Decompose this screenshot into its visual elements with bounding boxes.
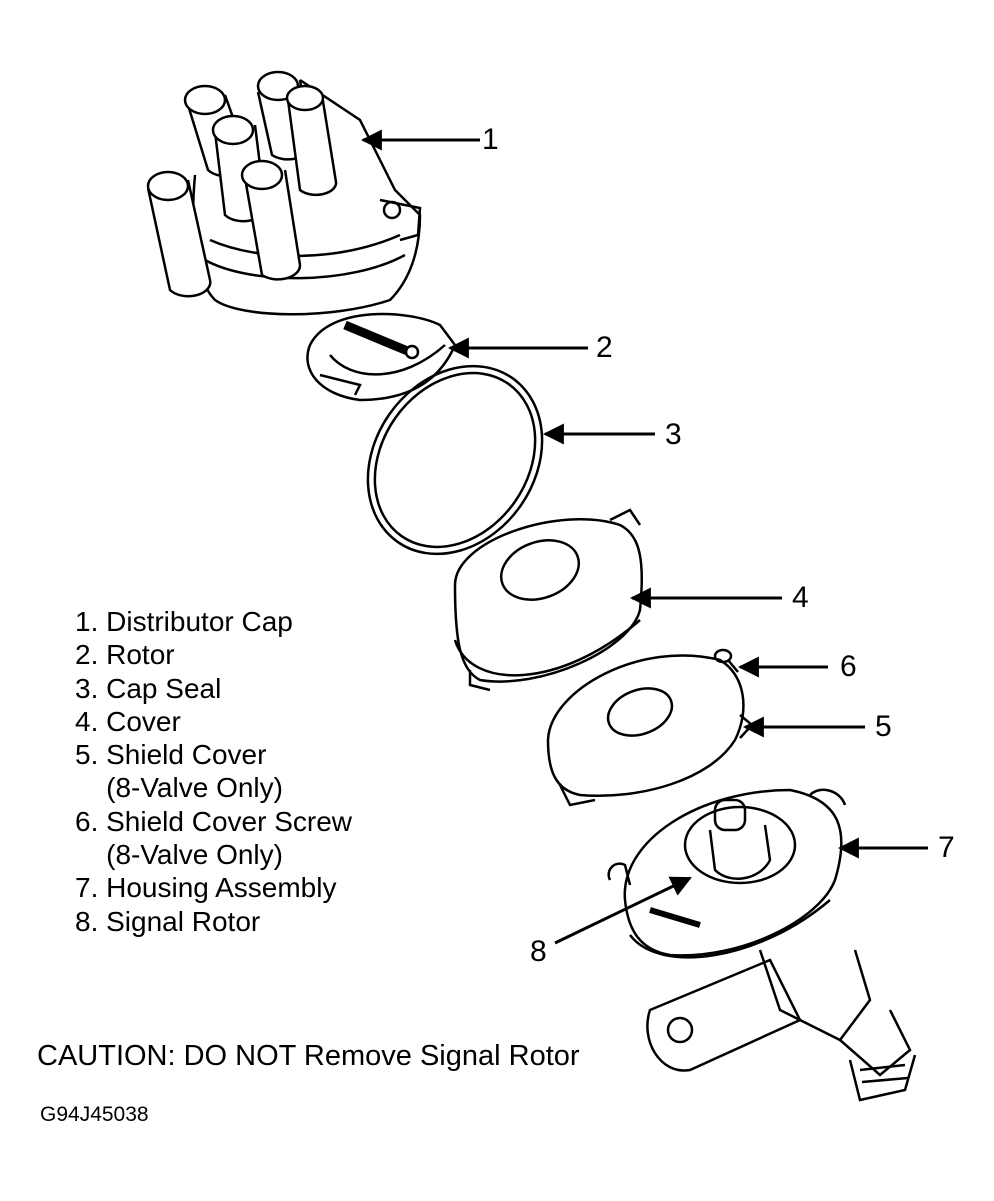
leader-lines	[360, 129, 928, 945]
callout-2: 2	[596, 331, 613, 364]
rotor	[306, 312, 457, 402]
housing-assembly	[607, 788, 917, 1102]
figure-id: G94J45038	[40, 1103, 149, 1126]
cap-seal	[366, 364, 544, 556]
legend-item: 2. Rotor	[75, 639, 175, 671]
distributor-cap	[146, 70, 422, 316]
caution-note: CAUTION: DO NOT Remove Signal Rotor	[37, 1040, 580, 1072]
legend-item: 6. Shield Cover Screw	[75, 805, 353, 837]
callout-7: 7	[938, 831, 955, 864]
callout-1: 1	[482, 123, 499, 156]
callout-5: 5	[875, 710, 892, 743]
callout-6: 6	[840, 650, 857, 683]
legend-item: 8. Signal Rotor	[75, 905, 261, 937]
legend-item: 1. Distributor Cap	[75, 606, 293, 637]
callout-3: 3	[665, 418, 682, 451]
parts-legend: 1. Distributor Cap 2. Rotor 3. Cap Seal …	[75, 605, 352, 938]
shield-cover-screw	[713, 648, 739, 673]
legend-item: 3. Cap Seal	[75, 672, 222, 704]
legend-item: 5. Shield Cover	[75, 739, 267, 771]
legend-item: (8-Valve Only)	[75, 839, 283, 871]
callout-8: 8	[530, 935, 547, 968]
callout-4: 4	[792, 581, 809, 614]
shield-cover	[546, 654, 754, 807]
legend-item: 4. Cover	[75, 705, 181, 737]
cover	[453, 508, 644, 692]
legend-item: 7. Housing Assembly	[75, 872, 337, 904]
legend-item: (8-Valve Only)	[75, 772, 283, 804]
